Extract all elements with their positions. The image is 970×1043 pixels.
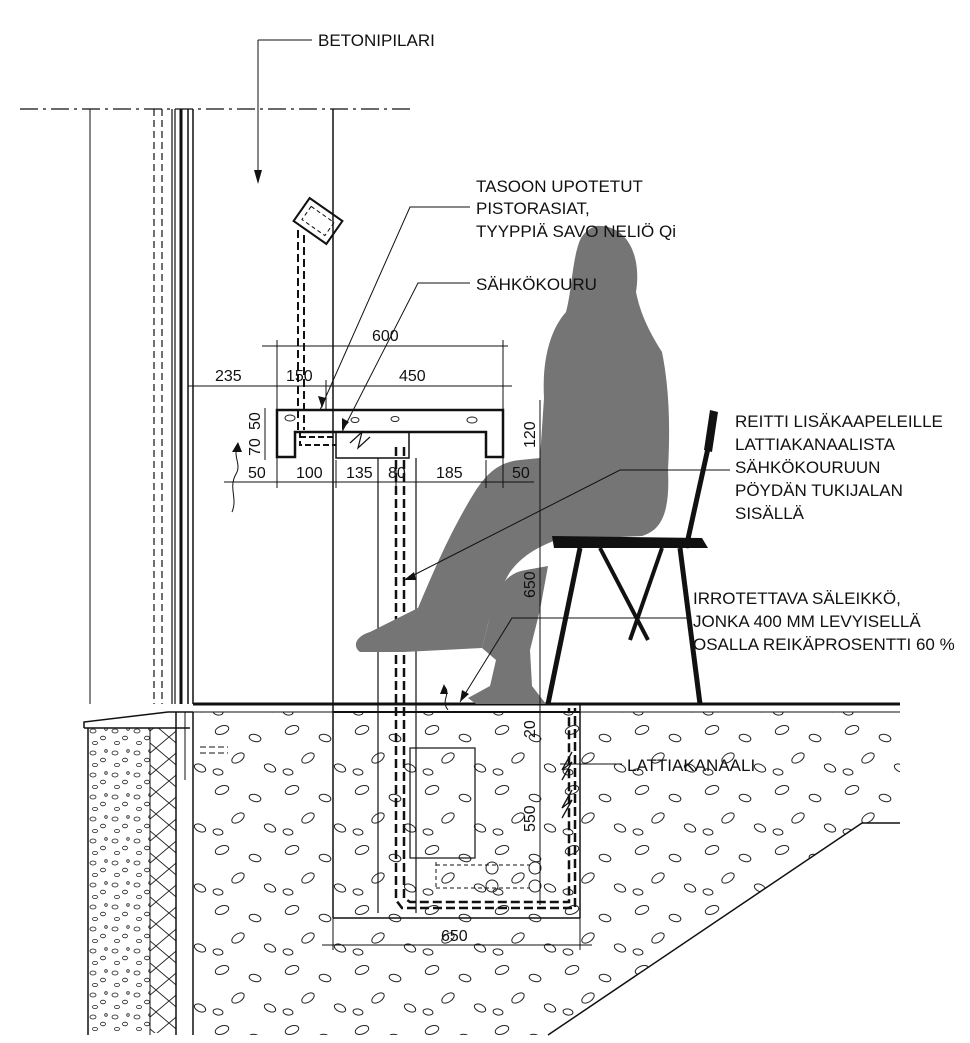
- dim-600: 600: [372, 328, 399, 345]
- floor-channel: [332, 684, 581, 919]
- dim-185: 185: [436, 465, 463, 482]
- dim-50-right: 50: [512, 465, 530, 482]
- airflow-arrow: [232, 442, 242, 452]
- dim-450: 450: [399, 368, 426, 385]
- label-reitti-4: PÖYDÄN TUKIJALAN: [735, 481, 903, 500]
- label-lattiakanaali: LATTIAKANAALI: [627, 756, 755, 775]
- label-reitti-1: REITTI LISÄKAAPELEILLE: [735, 412, 943, 431]
- label-tasoon-2: PISTORASIAT,: [476, 199, 590, 218]
- dim-650-vertical: 650: [522, 571, 539, 598]
- label-tasoon-3: TYYPPIÄ SAVO NELIÖ Qi: [476, 222, 676, 241]
- label-irrotettava-1: IRROTETTAVA SÄLEIKKÖ,: [693, 589, 901, 608]
- concrete-column: [20, 39, 412, 704]
- dim-150: 150: [286, 368, 313, 385]
- table-leg: [377, 447, 577, 913]
- leader-lines: [319, 206, 730, 765]
- insulation-layer: [150, 728, 176, 1033]
- label-betonipilari: BETONIPILARI: [318, 31, 435, 50]
- label-reitti-2: LATTIAKANAALISTA: [735, 435, 896, 454]
- dim-100: 100: [296, 465, 323, 482]
- dim-650-horizontal: 650: [441, 928, 468, 945]
- dim-70: 70: [247, 438, 264, 456]
- dimension-lines: [188, 340, 592, 950]
- airflow-symbol: [231, 445, 239, 513]
- label-tasoon-1: TASOON UPOTETUT: [476, 177, 643, 196]
- label-irrotettava-3: OSALLA REIKÄPROSENTTI 60 %: [693, 635, 955, 654]
- tabletop: [275, 408, 505, 459]
- chair: [545, 410, 718, 705]
- label-sahkokouru: SÄHKÖKOURU: [476, 275, 597, 294]
- foundation-wall: [87, 712, 900, 1036]
- wall-outlet-box: [292, 196, 344, 430]
- person-leg: [468, 566, 548, 704]
- dim-50-vertical: 50: [247, 412, 264, 430]
- dim-20: 20: [522, 720, 539, 738]
- dim-235: 235: [215, 368, 242, 385]
- dim-120: 120: [522, 421, 539, 448]
- label-irrotettava-2: JONKA 400 MM LEVYISELLÄ: [693, 612, 921, 631]
- pebble-wall-layer: [88, 728, 150, 1033]
- dim-50-left: 50: [248, 465, 266, 482]
- leader-arrows: [318, 396, 469, 702]
- dim-80: 80: [388, 465, 406, 482]
- dim-550: 550: [522, 805, 539, 832]
- label-reitti-3: SÄHKÖKOURUUN: [735, 458, 880, 477]
- label-reitti-5: SISÄLLÄ: [735, 504, 805, 523]
- person-silhouette: [355, 225, 670, 652]
- dim-135: 135: [346, 465, 373, 482]
- gravel-fill: [193, 712, 900, 1035]
